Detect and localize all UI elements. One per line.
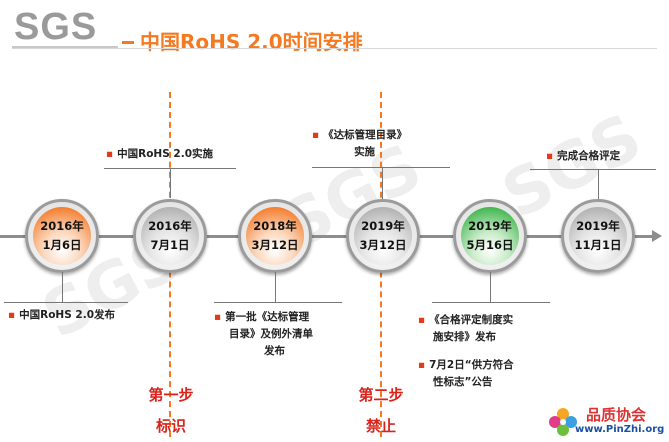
callout-rohs-release: ▪中国RoHS 2.0发布 [8, 307, 115, 324]
milestone-date: 3月12日 [359, 238, 407, 252]
callout-connector [312, 167, 450, 168]
callout-text: 7月2日“供方符合 [429, 359, 514, 371]
step2-title: 第二步 [358, 386, 404, 404]
milestone-year: 2016年 [148, 219, 192, 233]
milestone-date: 11月1日 [574, 238, 622, 252]
milestone-date: 1月6日 [42, 238, 82, 252]
callout-first-catalog: ▪第一批《达标管理 目录》及例外清单 发布 [214, 309, 313, 360]
logo-underline [12, 46, 118, 48]
bullet-icon: ▪ [546, 150, 554, 162]
milestone-node: 2019年 11月1日 [561, 199, 635, 273]
bullet-icon: ▪ [418, 359, 426, 371]
milestone-year: 2019年 [361, 219, 405, 233]
title-accent-dash [122, 41, 134, 44]
callout-text: 第一批《达标管理 [225, 311, 310, 323]
milestone-date: 3月12日 [251, 238, 299, 252]
milestone-node: 2016年 1月6日 [25, 199, 99, 273]
callout-rohs-implement: ▪中国RoHS 2.0实施 [106, 146, 213, 163]
milestone-date: 7月1日 [150, 238, 190, 252]
callout-supplier-mark: ▪7月2日“供方符合 性标志”公告 [418, 357, 514, 391]
milestone-node: 2018年 3月12日 [238, 199, 312, 273]
brand-name: 品质协会 [586, 406, 647, 424]
milestone-date: 5月16日 [466, 238, 514, 252]
milestone-node: 2019年 3月12日 [346, 199, 420, 273]
milestone-node: 2019年 5月16日 [453, 199, 527, 273]
step2-label: 禁止 [365, 417, 396, 435]
brand-url[interactable]: www.PinZhi.org [575, 424, 665, 435]
sgs-logo: SGS [14, 6, 98, 48]
header-rule [12, 48, 657, 49]
callout-text: 《达标管理目录》 [323, 129, 408, 141]
callout-text: 施安排》发布 [433, 331, 496, 343]
callout-text: 完成合格评定 [557, 150, 621, 162]
callout-text: 发布 [264, 345, 285, 357]
timeline-arrow-icon [652, 230, 662, 242]
milestone-year: 2019年 [468, 219, 512, 233]
step1-label: 标识 [155, 417, 186, 435]
milestone-year: 2016年 [40, 219, 84, 233]
milestone-year: 2019年 [576, 219, 620, 233]
step1-title: 第一步 [148, 386, 194, 404]
bullet-icon: ▪ [312, 129, 320, 141]
callout-text: 《合格评定制度实 [429, 314, 514, 326]
callout-text: 性标志”公告 [433, 376, 493, 388]
callout-text: 中国RoHS 2.0实施 [117, 148, 214, 160]
milestone-node: 2016年 7月1日 [133, 199, 207, 273]
callout-connector [4, 302, 128, 303]
callout-connector [170, 168, 171, 198]
brand-flower-icon [549, 408, 577, 436]
callout-connector [490, 272, 491, 302]
callout-connector [275, 272, 276, 302]
callout-catalog-implement: ▪《达标管理目录》 实施 [312, 127, 407, 161]
callout-connector [598, 169, 599, 199]
callout-conformity-arrangement: ▪《合格评定制度实 施安排》发布 [418, 312, 513, 346]
callout-connector [214, 302, 342, 303]
callout-connector [530, 169, 656, 170]
callout-connector [382, 167, 383, 199]
bullet-icon: ▪ [214, 311, 222, 323]
bullet-icon: ▪ [106, 148, 114, 160]
callout-connector [62, 272, 63, 302]
callout-connector [432, 302, 550, 303]
callout-text: 实施 [354, 146, 376, 158]
callout-text: 中国RoHS 2.0发布 [19, 309, 116, 321]
milestone-year: 2018年 [253, 219, 297, 233]
bullet-icon: ▪ [418, 314, 426, 326]
timeline-axis [0, 235, 654, 238]
bullet-icon: ▪ [8, 309, 16, 321]
callout-complete-assessment: ▪完成合格评定 [546, 148, 620, 165]
page-title: 中国RoHS 2.0时间安排 [140, 30, 363, 54]
callout-text: 目录》及例外清单 [229, 328, 313, 340]
